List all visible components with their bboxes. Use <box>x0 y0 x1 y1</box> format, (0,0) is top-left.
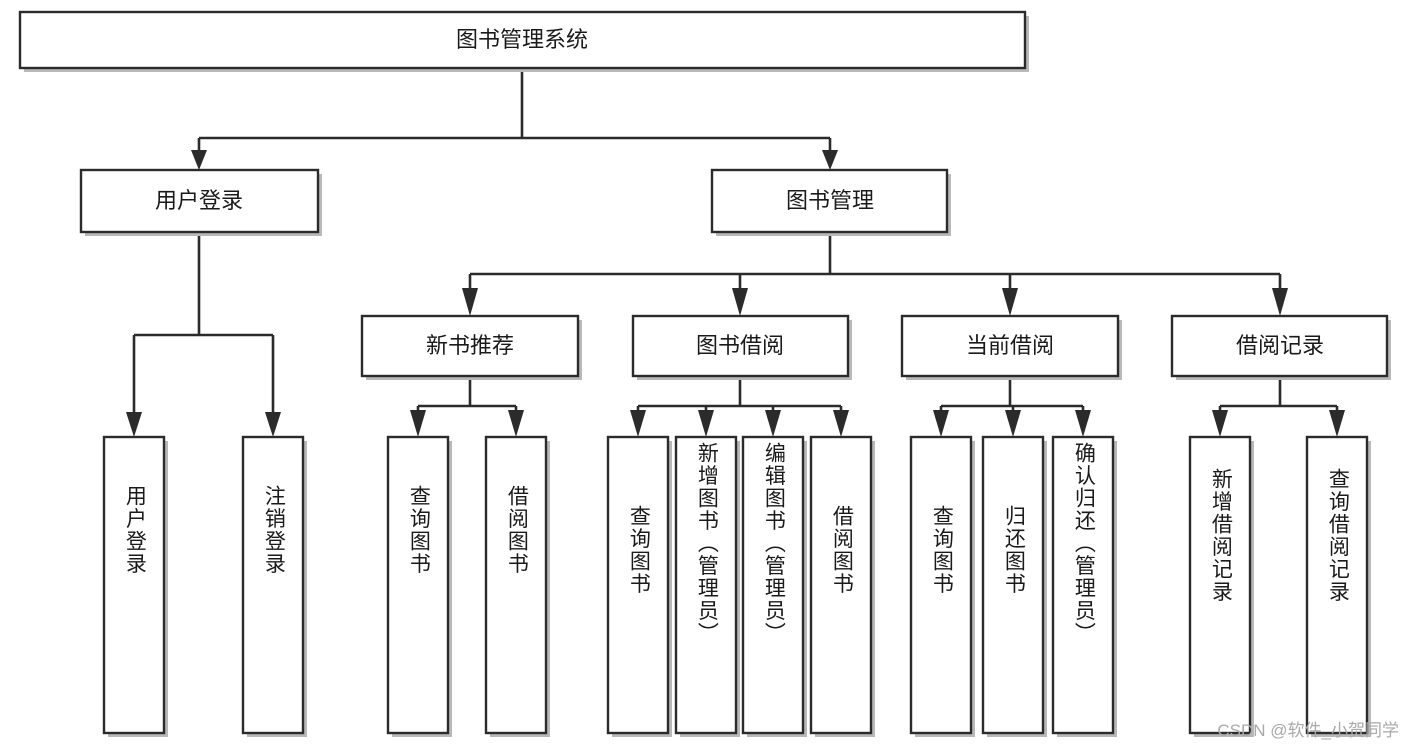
node-new-book-rec-label: 新书推荐 <box>426 333 514 358</box>
node-leaf-user-login[interactable] <box>102 435 168 737</box>
node-book-manage-label: 图书管理 <box>786 188 874 213</box>
node-leaf-query-record[interactable] <box>1305 435 1371 737</box>
arrowhead-leaf-query-book-1 <box>410 410 426 437</box>
node-root-label: 图书管理系统 <box>456 27 588 52</box>
node-leaf-borrow-book-1[interactable] <box>484 435 550 737</box>
node-leaf-return-book[interactable] <box>981 435 1047 737</box>
connector-group-new-book-rec <box>410 376 524 437</box>
node-user-login-label: 用户登录 <box>155 188 243 213</box>
node-root[interactable]: 图书管理系统 <box>18 10 1029 72</box>
arrowhead-current-borrow <box>1002 288 1018 316</box>
arrowhead-borrow-record <box>1272 288 1288 316</box>
arrowhead-leaf-user-login <box>126 412 142 437</box>
node-leaf-query-book-2[interactable] <box>606 435 672 737</box>
arrowhead-user-login <box>191 150 207 170</box>
arrowhead-leaf-add-record <box>1212 410 1228 437</box>
node-new-book-rec[interactable]: 新书推荐 <box>360 314 582 380</box>
connector-group-root <box>191 68 838 170</box>
arrowhead-book-borrow <box>732 288 748 316</box>
node-leaf-add-record[interactable] <box>1188 435 1254 737</box>
node-leaf-user-logout[interactable] <box>241 435 307 737</box>
node-leaf-add-book[interactable] <box>674 435 740 737</box>
connector-group-book-manage <box>462 232 1288 316</box>
arrowhead-leaf-query-record <box>1329 410 1345 437</box>
node-book-borrow[interactable]: 图书借阅 <box>631 314 852 380</box>
arrowhead-new-book-rec <box>462 288 478 316</box>
node-leaf-confirm-return[interactable] <box>1051 435 1117 737</box>
node-leaf-query-book-1[interactable] <box>386 435 452 737</box>
arrowhead-leaf-edit-book <box>765 410 781 437</box>
arrowhead-leaf-query-book-3 <box>933 410 949 437</box>
arrowhead-leaf-add-book <box>698 410 714 437</box>
node-borrow-record-label: 借阅记录 <box>1236 333 1324 358</box>
node-current-borrow-label: 当前借阅 <box>966 333 1054 358</box>
node-leaf-edit-book[interactable] <box>741 435 807 737</box>
node-leaf-query-book-3[interactable] <box>909 435 975 737</box>
node-current-borrow[interactable]: 当前借阅 <box>900 314 1122 380</box>
node-leaf-borrow-book-2[interactable] <box>809 435 875 737</box>
arrowhead-book-manage <box>822 150 838 170</box>
connector-group-borrow-record <box>1212 376 1345 437</box>
arrowhead-leaf-borrow-book-2 <box>833 410 849 437</box>
arrowhead-leaf-borrow-book-1 <box>508 410 524 437</box>
node-book-borrow-label: 图书借阅 <box>696 333 784 358</box>
watermark-text: CSDN @软件_小贺同学 <box>1217 721 1399 740</box>
node-user-login[interactable]: 用户登录 <box>79 168 322 236</box>
node-book-manage[interactable]: 图书管理 <box>710 168 951 236</box>
connector-group-book-borrow <box>630 376 849 437</box>
connector-group-current-borrow <box>933 376 1091 437</box>
connector-group-user-login <box>126 232 281 437</box>
arrowhead-leaf-confirm-return <box>1075 410 1091 437</box>
node-borrow-record[interactable]: 借阅记录 <box>1170 314 1391 380</box>
arrowhead-leaf-return-book <box>1005 410 1021 437</box>
arrowhead-leaf-query-book-2 <box>630 410 646 437</box>
arrowhead-leaf-user-logout <box>265 412 281 437</box>
